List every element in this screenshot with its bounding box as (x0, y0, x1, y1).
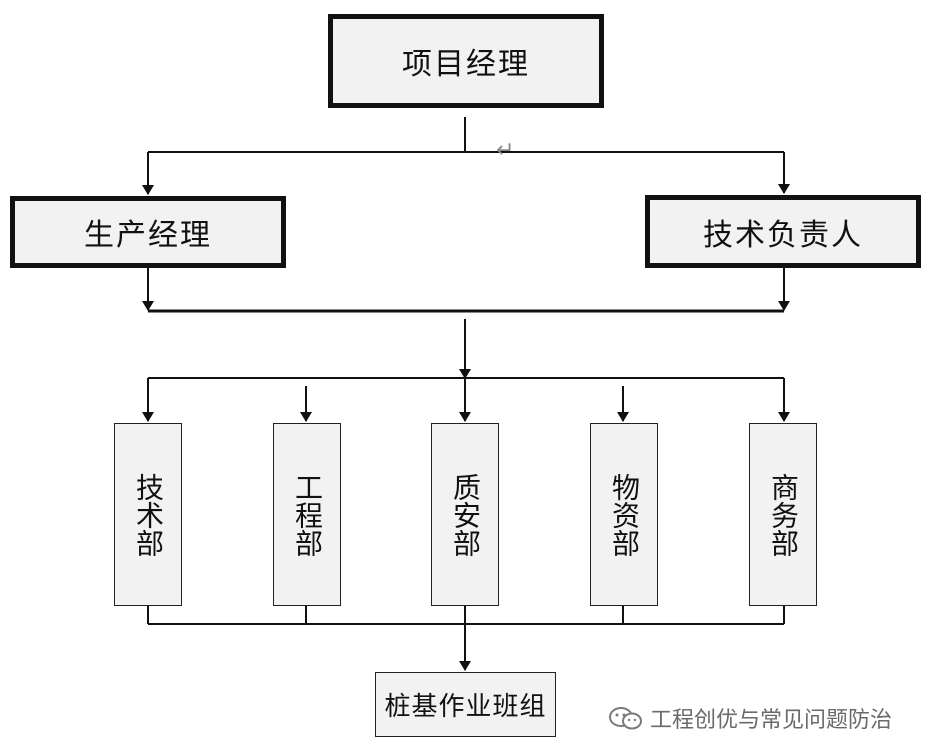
node-project-manager: 项目经理 (328, 14, 604, 108)
node-technical-lead: 技术负责人 (645, 195, 921, 268)
node-pile-team: 桩基作业班组 (375, 672, 556, 737)
node-label: 物资部 (608, 472, 641, 557)
node-label: 生产经理 (84, 218, 212, 253)
node-label: 桩基作业班组 (384, 692, 547, 722)
node-dept-engineering: 工程部 (273, 423, 341, 606)
node-production-manager: 生产经理 (10, 196, 286, 268)
node-label: 质安部 (449, 472, 482, 557)
watermark-text: 工程创优与常见问题防治 (650, 708, 893, 733)
node-label: 商务部 (767, 472, 800, 557)
node-label: 技术部 (132, 472, 165, 557)
node-dept-quality-safety: 质安部 (431, 423, 499, 606)
node-dept-commercial: 商务部 (749, 423, 817, 606)
node-label: 项目经理 (402, 47, 530, 82)
node-label: 技术负责人 (703, 217, 863, 253)
wechat-icon (609, 707, 642, 730)
node-label: 工程部 (291, 472, 324, 557)
watermark: 工程创优与常见问题防治 (608, 702, 892, 734)
return-mark: ↵ (496, 138, 515, 163)
node-dept-technical: 技术部 (114, 423, 182, 606)
node-dept-materials: 物资部 (590, 423, 658, 606)
